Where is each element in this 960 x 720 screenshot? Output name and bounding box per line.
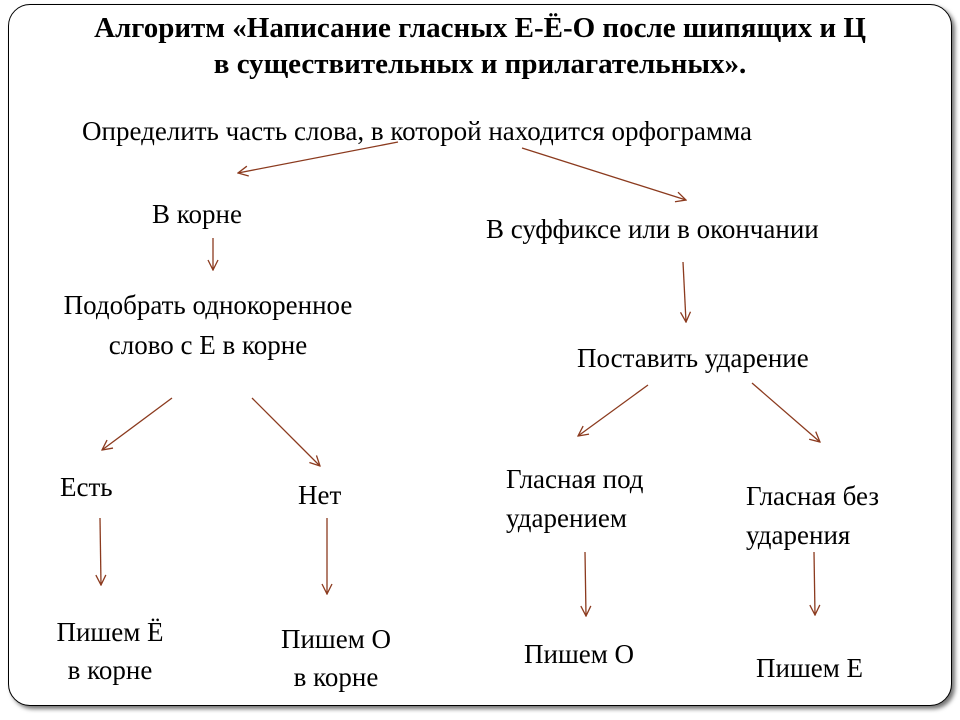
title-line-1: Алгоритм «Написание гласных Е-Ё-О после … — [94, 12, 866, 44]
title-line-2: в существительных и прилагательных». — [213, 48, 747, 80]
node-write-e: Пишем Е — [756, 653, 864, 683]
arrow-put-stress-to-unstressed — [751, 382, 820, 442]
node-suffix-branch: В суффиксе или в окончании — [486, 214, 819, 244]
node-write-o: Пишем О — [524, 639, 635, 669]
node-yes: Есть — [60, 472, 113, 502]
arrow-yes-to-write-yo — [100, 517, 101, 585]
node-write-yo-line1: Пишем Ё — [56, 617, 164, 647]
arrow-unstressed-to-write-e — [814, 551, 815, 615]
node-stressed: Гласная под ударением — [506, 462, 644, 535]
arrow-suffix-to-put-stress — [683, 261, 686, 322]
slide-frame — [8, 4, 952, 706]
node-root-branch: В корне — [152, 199, 242, 229]
arrow-put-stress-to-stressed — [578, 384, 649, 436]
arrow-root-to-root-branch — [238, 141, 399, 173]
arrow-pick-word-to-yes — [102, 397, 173, 450]
node-put-stress: Поставить ударение — [577, 343, 809, 373]
node-pick-word-line2: слово с Е в корне — [108, 330, 308, 360]
node-write-yo-line2: в корне — [67, 655, 153, 685]
node-pick-word: Подобрать однокоренное слово с Е в корне — [20, 288, 396, 362]
arrow-pick-word-to-no — [251, 397, 320, 466]
arrow-root-to-suffix-branch — [521, 147, 686, 200]
node-unstressed-line2: ударения — [746, 520, 851, 550]
node-unstressed-line1: Гласная без — [746, 481, 879, 511]
node-no: Нет — [298, 480, 342, 510]
node-stressed-line2: ударением — [506, 503, 627, 533]
node-write-yo: Пишем Ё в корне — [30, 615, 190, 687]
node-root: Определить часть слова, в которой находи… — [82, 116, 752, 146]
node-write-o-root-line2: в корне — [293, 662, 379, 692]
node-write-o-root: Пишем О в корне — [256, 622, 416, 694]
arrow-stressed-to-write-o — [585, 551, 586, 616]
node-write-o-root-line1: Пишем О — [280, 624, 392, 654]
node-stressed-line1: Гласная под — [506, 464, 644, 494]
node-pick-word-line1: Подобрать однокоренное — [63, 290, 353, 320]
node-unstressed: Гласная без ударения — [746, 479, 879, 552]
